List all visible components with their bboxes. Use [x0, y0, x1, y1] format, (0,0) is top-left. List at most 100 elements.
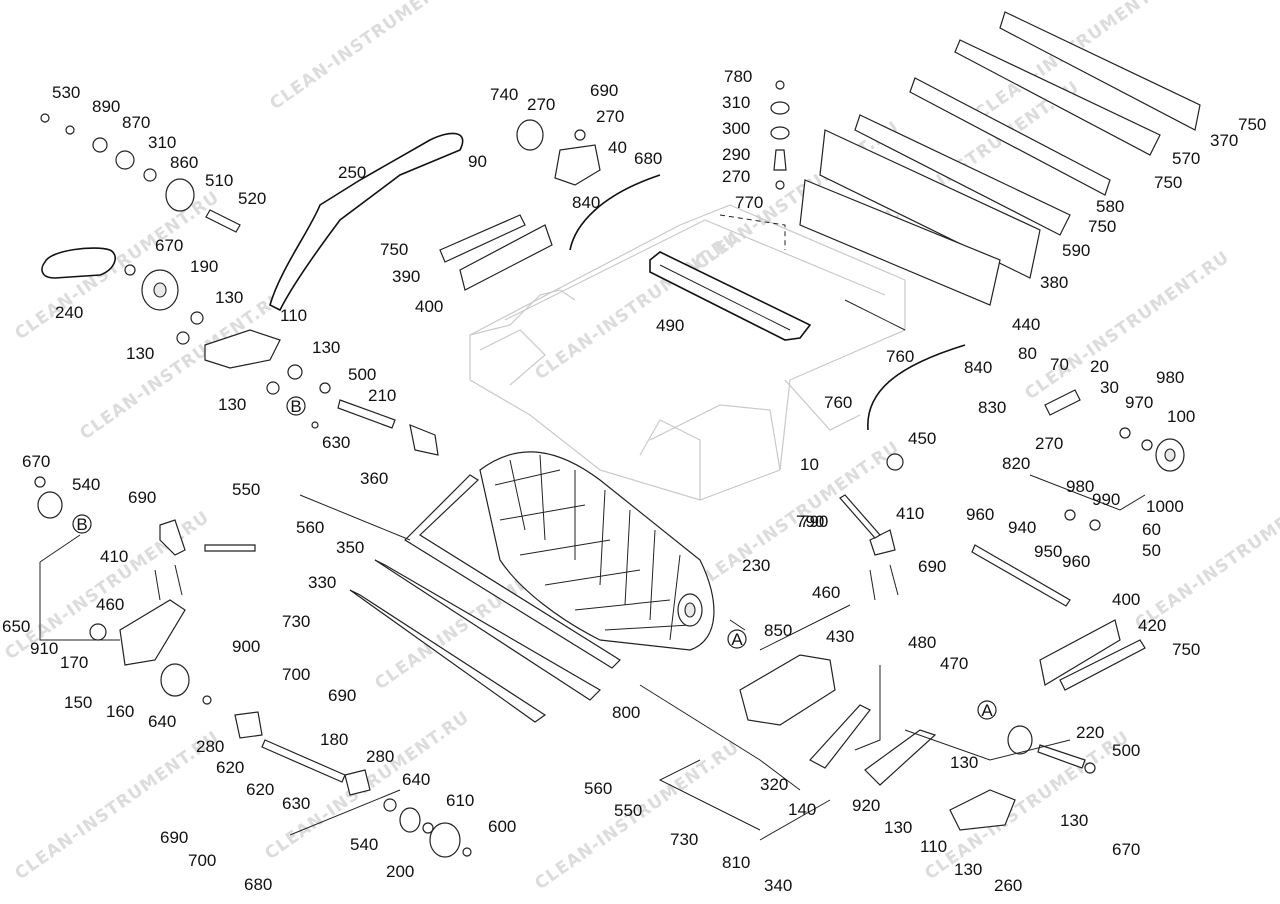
- part-number-label: 590: [1062, 241, 1090, 260]
- part-number-label: 60: [1142, 520, 1161, 539]
- part-number-label: 320: [760, 775, 788, 794]
- part-number-label: 940: [1008, 518, 1036, 537]
- lower-left-assembly: [34, 476, 472, 858]
- part-number-label: 130: [126, 344, 154, 363]
- part-number-label: 350: [336, 538, 364, 557]
- callout-b: B: [290, 397, 301, 416]
- part-number-label: 460: [96, 595, 124, 614]
- part-number-label: 810: [722, 853, 750, 872]
- part-number-label: 470: [940, 654, 968, 673]
- part-number-label: 230: [742, 556, 770, 575]
- part-number-label: 130: [950, 753, 978, 772]
- part-number-label: 490: [656, 316, 684, 335]
- part-number-label: 980: [1066, 477, 1094, 496]
- part-number-label: 520: [238, 189, 266, 208]
- part-number-label: 640: [402, 770, 430, 789]
- part-number-label: 180: [320, 730, 348, 749]
- part-number-label: 630: [322, 433, 350, 452]
- part-number-label: 840: [572, 193, 600, 212]
- seal-840-top: [569, 174, 661, 251]
- part-number-label: 920: [852, 796, 880, 815]
- part-number-label: 830: [978, 398, 1006, 417]
- part-number-label: 600: [488, 817, 516, 836]
- part-number-label: 550: [232, 480, 260, 499]
- part-number-label: 300: [722, 119, 750, 138]
- part-number-label: 870: [122, 113, 150, 132]
- part-number-label: 890: [92, 97, 120, 116]
- part-number-label: 790: [800, 512, 828, 531]
- part-number-label: 500: [1112, 741, 1140, 760]
- part-number-label: 850: [764, 621, 792, 640]
- part-number-label: 690: [590, 81, 618, 100]
- part-number-label: 220: [1076, 723, 1104, 742]
- part-number-label: 40: [608, 138, 627, 157]
- part-number-label: 130: [1060, 811, 1088, 830]
- part-number-label: 690: [328, 686, 356, 705]
- part-number-label: 140: [788, 800, 816, 819]
- part-number-label: 250: [338, 163, 366, 182]
- part-number-label: 370: [1210, 131, 1238, 150]
- callout-a-circle: [727, 629, 747, 649]
- belt-240: [41, 247, 116, 279]
- side-plates: [349, 474, 621, 723]
- part-number-label: 440: [1012, 315, 1040, 334]
- part-number-label: 610: [446, 791, 474, 810]
- part-number-label: 410: [100, 547, 128, 566]
- part-number-label: 990: [1092, 490, 1120, 509]
- part-number-label: 640: [148, 712, 176, 731]
- part-number-label: 90: [468, 152, 487, 171]
- part-number-label: 910: [30, 639, 58, 658]
- part-number-label: 950: [1034, 542, 1062, 561]
- seal-840-right: [867, 344, 966, 431]
- part-number-label: 540: [72, 475, 100, 494]
- part-number-label: 680: [634, 149, 662, 168]
- part-number-label: 690: [160, 828, 188, 847]
- belt-250: [269, 132, 464, 312]
- part-number-label: 280: [196, 737, 224, 756]
- part-number-label: 210: [368, 386, 396, 405]
- part-number-label: 510: [205, 171, 233, 190]
- part-number-label: 800: [612, 703, 640, 722]
- right-assembly: [739, 389, 1185, 831]
- part-number-label: 390: [392, 267, 420, 286]
- part-number-label: 380: [1040, 273, 1068, 292]
- part-number-label: 170: [60, 653, 88, 672]
- callout-a-circle: [977, 700, 997, 720]
- part-number-label: 730: [670, 830, 698, 849]
- part-number-label: 650: [2, 617, 30, 636]
- part-number-label: 760: [886, 347, 914, 366]
- part-number-label: 620: [246, 780, 274, 799]
- part-number-label: 750: [1238, 115, 1266, 134]
- part-number-label: 280: [366, 747, 394, 766]
- part-number-label: 760: [824, 393, 852, 412]
- part-number-label: 190: [190, 257, 218, 276]
- part-number-label: 50: [1142, 541, 1161, 560]
- part-number-label: 410: [896, 504, 924, 523]
- part-number-label: 700: [282, 665, 310, 684]
- part-number-label: 690: [128, 488, 156, 507]
- part-number-label: 310: [148, 133, 176, 152]
- part-number-label: 540: [350, 835, 378, 854]
- part-number-label: 130: [312, 338, 340, 357]
- part-number-label: 420: [1138, 616, 1166, 635]
- part-number-label: 130: [218, 395, 246, 414]
- part-number-label: 670: [155, 236, 183, 255]
- belt-490: [649, 251, 812, 341]
- part-number-label: 480: [908, 633, 936, 652]
- part-number-label: 200: [386, 862, 414, 881]
- part-number-label: 960: [966, 505, 994, 524]
- part-number-label: 340: [764, 876, 792, 895]
- part-number-label: 110: [920, 837, 947, 856]
- watermark: CLEAN-INSTRUMENT.RU: [1021, 247, 1233, 404]
- part-number-label: 330: [308, 573, 336, 592]
- part-number-label: 570: [1172, 149, 1200, 168]
- part-number-label: 750: [380, 240, 408, 259]
- part-number-label: 70: [1050, 355, 1069, 374]
- chassis-frame: [469, 204, 906, 501]
- part-number-label: 980: [1156, 368, 1184, 387]
- part-number-label: 820: [1002, 454, 1030, 473]
- part-number-label: 740: [490, 85, 518, 104]
- part-number-label: 560: [584, 779, 612, 798]
- part-number-label: 360: [360, 469, 388, 488]
- part-number-label: 960: [1062, 552, 1090, 571]
